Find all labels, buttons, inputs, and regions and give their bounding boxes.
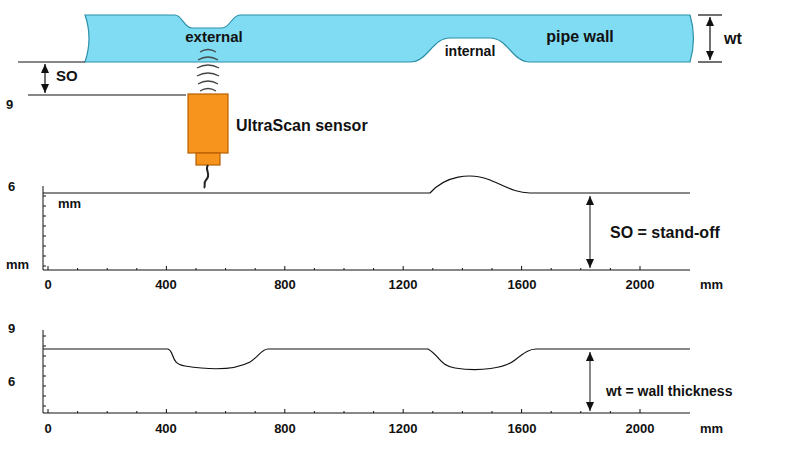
text-label: SO = stand-off — [610, 224, 720, 242]
axis-tick — [610, 411, 611, 413]
axis-tick — [43, 396, 46, 397]
axis-tick — [166, 266, 167, 270]
axis-tick — [166, 409, 167, 413]
axis-tick — [43, 376, 46, 377]
axis-tick — [551, 268, 552, 270]
text-label: 9 — [6, 98, 13, 112]
axis-tick — [43, 246, 46, 247]
text-label: mm — [58, 197, 81, 211]
axis-tick — [640, 409, 641, 413]
axis-tick — [580, 411, 581, 413]
axis-tick — [107, 411, 108, 413]
text-label: 1600 — [508, 422, 537, 436]
standoff-chart — [43, 176, 690, 270]
axis-tick — [610, 268, 611, 270]
axis-tick — [225, 411, 226, 413]
text-label: mm — [700, 422, 723, 436]
text-label: 6 — [8, 375, 15, 389]
text-label: 1200 — [389, 422, 418, 436]
axis-tick — [314, 268, 315, 270]
axis-tick — [196, 268, 197, 270]
axis-tick — [43, 406, 46, 407]
wt-dimension — [698, 15, 722, 62]
axis-tick — [255, 411, 256, 413]
text-label: UltraScan sensor — [236, 117, 368, 135]
axis-tick — [107, 268, 108, 270]
text-label: 0 — [44, 422, 51, 436]
axis-tick — [492, 411, 493, 413]
axis-tick — [403, 266, 404, 270]
text-label: 9 — [8, 322, 15, 336]
axis-tick — [373, 268, 374, 270]
axis-ticks — [43, 196, 640, 413]
axis-tick — [136, 411, 137, 413]
axis-tick — [551, 411, 552, 413]
axis-tick — [373, 411, 374, 413]
axis-tick — [77, 268, 78, 270]
axis-tick — [521, 409, 522, 413]
axis-tick — [284, 409, 285, 413]
text-label: external — [185, 29, 243, 46]
axis-tick — [196, 411, 197, 413]
axis-tick — [492, 268, 493, 270]
axis-tick — [43, 346, 46, 347]
text-label: 1200 — [389, 278, 418, 292]
text-label: 0 — [44, 278, 51, 292]
text-label: 6 — [8, 180, 15, 194]
axis-tick — [43, 366, 46, 367]
axis-tick — [314, 411, 315, 413]
axis-tick — [43, 196, 46, 197]
axis-tick — [43, 216, 46, 217]
axis-tick — [43, 236, 46, 237]
axis-tick — [432, 268, 433, 270]
axis-tick — [580, 268, 581, 270]
text-label: wt = wall thickness — [606, 384, 732, 399]
wall-thickness-chart — [43, 330, 690, 413]
text-label: mm — [6, 258, 29, 272]
text-label: 800 — [274, 278, 296, 292]
text-label: 400 — [155, 422, 177, 436]
text-label: pipe wall — [546, 28, 614, 46]
axis-tick — [521, 266, 522, 270]
text-label: 800 — [274, 422, 296, 436]
text-label: 400 — [155, 278, 177, 292]
axis-tick — [48, 266, 49, 270]
axis-tick — [432, 411, 433, 413]
text-label: 2000 — [626, 278, 655, 292]
axis-tick — [48, 409, 49, 413]
text-label: 2000 — [626, 422, 655, 436]
axis-tick — [77, 411, 78, 413]
axis-tick — [43, 226, 46, 227]
axis-tick — [284, 266, 285, 270]
axis-tick — [344, 411, 345, 413]
text-label: internal — [445, 44, 496, 59]
text-label: wt — [724, 30, 742, 48]
axis-tick — [43, 386, 46, 387]
axis-tick — [43, 206, 46, 207]
axis-tick — [344, 268, 345, 270]
axis-tick — [225, 268, 226, 270]
so-dimension — [18, 62, 186, 95]
axis-tick — [403, 409, 404, 413]
axis-tick — [462, 411, 463, 413]
axis-tick — [640, 266, 641, 270]
axis-tick — [43, 266, 46, 267]
pipe-wall — [85, 15, 694, 62]
axis-tick — [255, 268, 256, 270]
axis-tick — [43, 256, 46, 257]
axis-tick — [43, 336, 46, 337]
axis-tick — [462, 268, 463, 270]
axis-tick — [136, 268, 137, 270]
axis-tick — [43, 356, 46, 357]
text-label: SO — [56, 68, 78, 85]
ultrasound-waves — [197, 50, 219, 92]
text-label: mm — [700, 278, 723, 292]
text-label: 1600 — [508, 278, 537, 292]
ultrasonic-sensor — [188, 94, 228, 188]
